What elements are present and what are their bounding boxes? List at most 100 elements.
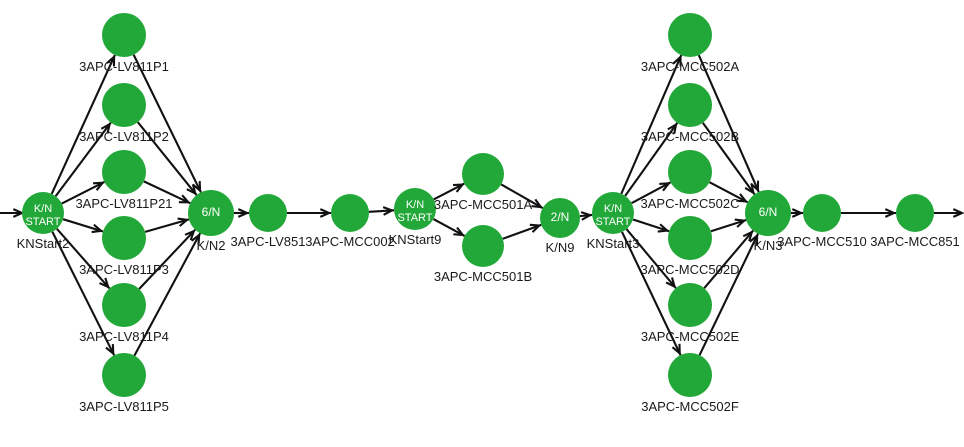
- arrow-head-icon: [667, 122, 678, 135]
- graph-node[interactable]: [668, 13, 712, 57]
- node-circle[interactable]: [102, 150, 146, 194]
- node-circle[interactable]: [102, 216, 146, 260]
- node-circle[interactable]: [394, 188, 436, 230]
- graph-node[interactable]: [896, 194, 934, 232]
- graph-edge: [54, 121, 112, 197]
- graph-node[interactable]: [462, 225, 504, 267]
- node-circle[interactable]: [540, 198, 580, 238]
- graph-node[interactable]: 2/N: [540, 198, 580, 238]
- node-caption: 3APC-LV811P4: [79, 329, 169, 344]
- graph-node[interactable]: [102, 216, 146, 260]
- node-circle[interactable]: [896, 194, 934, 232]
- arrow-head-icon: [744, 183, 755, 195]
- node-circle[interactable]: [462, 225, 504, 267]
- node-caption: 3APC-MCC502A: [641, 59, 740, 74]
- graph-edge: [579, 211, 593, 221]
- graph-edge: [433, 182, 465, 201]
- node-circle[interactable]: [668, 13, 712, 57]
- graph-edge: [138, 228, 196, 290]
- graph-edge: [502, 223, 542, 240]
- graph-node[interactable]: 6/N: [188, 190, 234, 236]
- arrow-head-icon: [453, 226, 466, 237]
- graph-edge: [287, 208, 332, 218]
- node-circle[interactable]: [102, 13, 146, 57]
- arrow-head-icon: [177, 217, 190, 227]
- graph-edge: [61, 181, 105, 205]
- node-circle[interactable]: [102, 283, 146, 327]
- node-circle[interactable]: [668, 353, 712, 397]
- arrow-head-icon: [657, 223, 670, 233]
- graph-edge: [51, 231, 116, 356]
- node-caption: KNStart2: [17, 236, 70, 251]
- arrow-head-icon: [186, 184, 197, 196]
- arrow-head-icon: [192, 181, 202, 193]
- node-circle[interactable]: [102, 83, 146, 127]
- node-caption: 3APC-LV811P3: [79, 262, 169, 277]
- arrow-head-icon: [736, 193, 749, 203]
- node-caption: 3APC-MCC851: [870, 234, 960, 249]
- node-circle[interactable]: [745, 190, 791, 236]
- node-caption: 3APC-MCC501B: [434, 269, 532, 284]
- graph-edge: [621, 231, 682, 356]
- graph-edge: [703, 229, 754, 289]
- graph-edge: [133, 232, 202, 357]
- node-caption: 3APC-MCC002: [305, 234, 395, 249]
- node-circle[interactable]: [331, 194, 369, 232]
- graph-node[interactable]: [102, 353, 146, 397]
- node-caption: 3APC-MCC502C: [641, 196, 740, 211]
- graph-node[interactable]: [803, 194, 841, 232]
- node-circle[interactable]: [592, 192, 634, 234]
- graph-edge: [143, 180, 191, 205]
- graph-node[interactable]: [668, 216, 712, 260]
- node-caption: 3APC-MCC502E: [641, 329, 740, 344]
- graph-edge: [136, 121, 198, 196]
- edge-layer: [0, 54, 964, 357]
- node-circle[interactable]: [249, 194, 287, 232]
- graph-edge: [144, 217, 190, 233]
- graph-node[interactable]: [249, 194, 287, 232]
- arrow-head-icon: [382, 206, 395, 216]
- graph-node[interactable]: [668, 83, 712, 127]
- graph-node[interactable]: [102, 83, 146, 127]
- graph-node[interactable]: 6/N: [745, 190, 791, 236]
- node-circle[interactable]: [188, 190, 234, 236]
- graph-node[interactable]: [668, 150, 712, 194]
- node-caption: K/N3: [754, 238, 783, 253]
- node-inner-label: 2/N: [551, 210, 570, 224]
- graph-node[interactable]: [668, 283, 712, 327]
- node-caption: 3APC-MCC502D: [641, 262, 740, 277]
- graph-edge: [708, 181, 749, 204]
- graph-edge: [841, 208, 897, 218]
- node-caption: 3APC-LV811P21: [75, 196, 172, 211]
- arrow-head-icon: [791, 208, 804, 218]
- node-caption: 3APC-LV851: [231, 234, 306, 249]
- graph-node[interactable]: [331, 194, 369, 232]
- arrow-head-icon: [672, 54, 682, 67]
- arrow-head-icon: [100, 122, 112, 134]
- node-circle[interactable]: [668, 283, 712, 327]
- graph-node[interactable]: [102, 150, 146, 194]
- graph-node[interactable]: [462, 153, 504, 195]
- graph-node[interactable]: [668, 353, 712, 397]
- arrow-head-icon: [99, 277, 110, 289]
- graph-node[interactable]: [102, 13, 146, 57]
- graph-edge: [432, 218, 466, 237]
- node-circle[interactable]: [22, 192, 64, 234]
- node-circle[interactable]: [668, 83, 712, 127]
- graph-edge: [698, 233, 759, 356]
- graph-node[interactable]: [102, 283, 146, 327]
- arrow-head-icon: [659, 182, 672, 192]
- node-circle[interactable]: [668, 150, 712, 194]
- node-circle[interactable]: [102, 353, 146, 397]
- node-caption: 3APC-LV811P1: [79, 59, 169, 74]
- node-circle[interactable]: [803, 194, 841, 232]
- node-circle[interactable]: [462, 153, 504, 195]
- node-circle[interactable]: [668, 216, 712, 260]
